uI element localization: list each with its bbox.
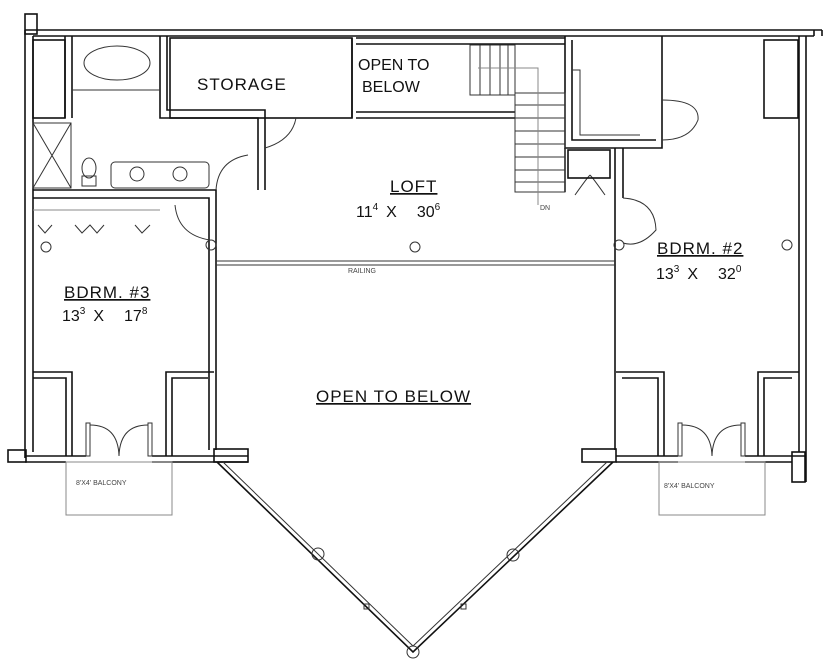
bdrm3-door[interactable] <box>174 204 211 241</box>
balcony-door-right[interactable] <box>677 422 746 457</box>
balcony-right <box>658 461 766 516</box>
bdrm2-label: BDRM. #2 <box>657 239 743 258</box>
post <box>613 239 625 251</box>
light-fixture <box>409 241 421 253</box>
linen-closet <box>567 149 611 179</box>
storage-label: STORAGE <box>197 75 287 94</box>
railing-label: RAILING <box>348 268 376 275</box>
shower <box>32 122 72 189</box>
open-to-below-top-line2: BELOW <box>362 79 421 96</box>
post <box>205 239 217 251</box>
bdrm2-door[interactable] <box>622 197 657 245</box>
open-to-below-top-line1: OPEN TO <box>358 57 429 74</box>
vanity <box>110 161 210 189</box>
closet-door[interactable] <box>661 99 699 141</box>
balcony-left-label: 8'X4' BALCONY <box>76 480 127 487</box>
closet-bifold-doors <box>37 224 151 234</box>
bedroom-bay-walls <box>33 371 799 456</box>
bdrm3-label: BDRM. #3 <box>64 283 150 302</box>
staircase[interactable] <box>469 44 566 205</box>
railing <box>216 260 615 266</box>
toilet <box>81 157 97 187</box>
open-to-below-main-label: OPEN TO BELOW <box>316 387 471 406</box>
bathtub <box>83 45 151 81</box>
light-fixture <box>40 241 52 253</box>
storage-door[interactable] <box>264 117 297 149</box>
interior-walls <box>33 36 663 450</box>
bath-door[interactable] <box>215 154 249 191</box>
loft-label: LOFT <box>390 177 437 196</box>
stair-down-label: DN <box>540 205 550 212</box>
balcony-left <box>65 461 173 516</box>
bay-window-wall <box>216 461 614 659</box>
light-fixture <box>781 239 793 251</box>
linen-door[interactable] <box>574 174 606 196</box>
balcony-right-label: 8'X4' BALCONY <box>664 483 715 490</box>
balcony-door-left[interactable] <box>85 422 153 457</box>
